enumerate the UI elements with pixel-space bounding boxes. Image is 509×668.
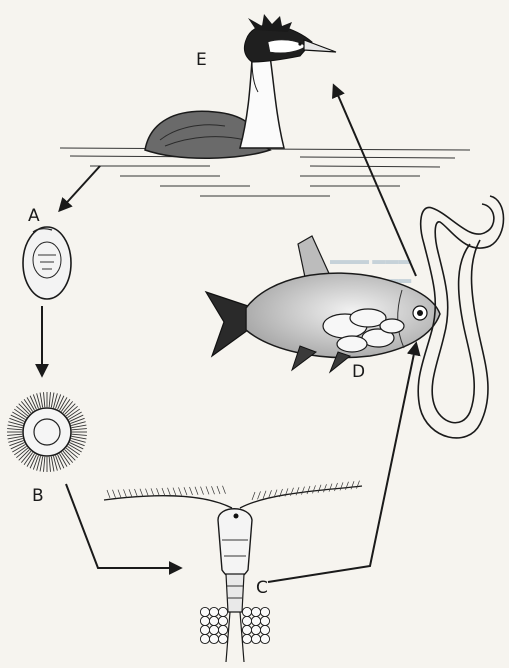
- arrow-fish-to-grebe: [334, 86, 416, 276]
- label-b: B: [32, 488, 44, 505]
- fish-illustration: [206, 236, 440, 372]
- label-d: D: [352, 364, 365, 381]
- arrow-grebe-to-egg: [60, 166, 100, 210]
- copepod-illustration: [104, 481, 362, 662]
- coracidium-illustration: [7, 392, 87, 472]
- egg-illustration: [23, 227, 71, 299]
- label-e: E: [196, 52, 207, 69]
- arrow-copepod-to-fish: [268, 344, 416, 582]
- grebe-illustration: [145, 14, 336, 158]
- arrow-coracidium-to-copepod: [66, 484, 180, 568]
- label-a: A: [28, 208, 40, 225]
- label-c: C: [256, 580, 268, 597]
- water-surface: [60, 148, 470, 196]
